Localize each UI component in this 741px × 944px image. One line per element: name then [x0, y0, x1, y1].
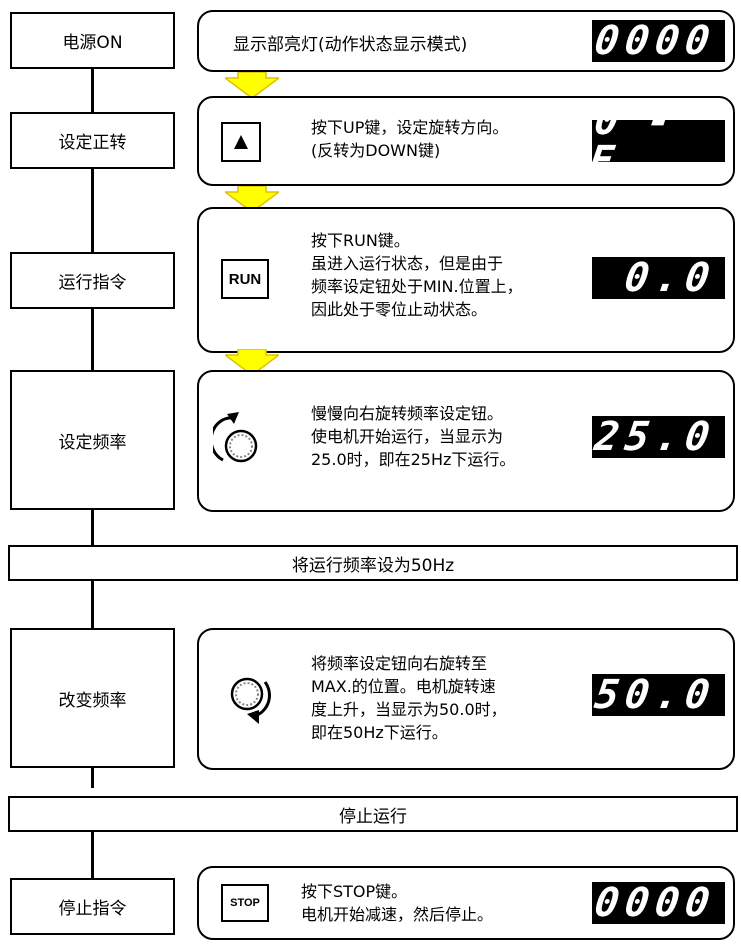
- up-key-button: ▲: [221, 122, 261, 162]
- panel-description: 慢慢向右旋转频率设定钮。 使电机开始运行，当显示为 25.0时，即在25Hz下运…: [311, 402, 515, 471]
- knob-rotate-clockwise-icon: [213, 412, 258, 463]
- step-label: 运行指令: [58, 273, 127, 293]
- banner-text: 停止运行: [339, 806, 407, 827]
- panel-text: 显示部亮灯(动作状态显示模式): [233, 35, 468, 55]
- banner-set-50hz: 将运行频率设为50Hz: [8, 545, 738, 581]
- panel-change-frequency: 将频率设定钮向右旋转至 MAX.的位置。电机旋转速 度上升，当显示为50.0时，…: [197, 628, 735, 770]
- description-line: 按下UP键，设定旋转方向。: [311, 118, 509, 137]
- panel-set-forward: ▲ 按下UP键，设定旋转方向。 (反转为DOWN键) 0 - F: [197, 96, 735, 186]
- led-display: 0 - F: [586, 98, 725, 184]
- panel-display-mode: 显示部亮灯(动作状态显示模式) 0000: [197, 10, 735, 72]
- panel-set-frequency: 慢慢向右旋转频率设定钮。 使电机开始运行，当显示为 25.0时，即在25Hz下运…: [197, 370, 735, 512]
- knob-rotate-clockwise-icon: [230, 677, 271, 724]
- led-display: 50.0: [591, 672, 725, 718]
- panel-description: 将频率设定钮向右旋转至 MAX.的位置。电机旋转速 度上升，当显示为50.0时，…: [311, 652, 507, 744]
- up-arrow-icon: ▲: [229, 128, 253, 155]
- panel-run-command: RUN 按下RUN键。 虽进入运行状态，但是由于 频率设定钮处于MIN.位置上，…: [197, 207, 735, 353]
- banner-text: 将运行频率设为50Hz: [291, 555, 455, 576]
- description-line: MAX.的位置。电机旋转速: [311, 677, 496, 696]
- step-label: 电源ON: [62, 33, 123, 53]
- down-arrow-icon: [225, 349, 279, 375]
- description-line: 将频率设定钮向右旋转至: [311, 654, 488, 673]
- step-set-forward: 设定正转: [10, 112, 175, 169]
- display-value: 50.0: [591, 672, 719, 718]
- step-change-frequency: 改变频率: [10, 628, 175, 768]
- description-line: 25.0时，即在25Hz下运行。: [311, 450, 516, 469]
- display-value: 25.0: [591, 414, 719, 460]
- step-run-command: 运行指令: [10, 252, 175, 309]
- description-line: 电机开始减速，然后停止。: [301, 905, 494, 924]
- description-line: 虽进入运行状态，但是由于: [311, 254, 504, 273]
- run-key-button: RUN: [221, 259, 269, 299]
- banner-stop-running: 停止运行: [8, 796, 738, 832]
- down-arrow-icon: [225, 72, 279, 98]
- display-value: 0 - F: [585, 98, 677, 184]
- led-display: 0000: [591, 880, 725, 926]
- stop-key-button: STOP: [221, 884, 269, 922]
- panel-description: 按下STOP键。 电机开始减速，然后停止。: [301, 880, 493, 926]
- led-display: 25.0: [591, 414, 725, 460]
- display-value: 0000: [591, 18, 719, 64]
- step-label: 停止指令: [58, 899, 127, 919]
- description-line: 因此处于零位止动状态。: [311, 300, 488, 319]
- step-label: 改变频率: [58, 690, 127, 711]
- display-value: 0000: [591, 880, 719, 926]
- panel-description: 按下RUN键。 虽进入运行状态，但是由于 频率设定钮处于MIN.位置上， 因此处…: [311, 229, 523, 321]
- led-display: 0.0: [592, 255, 725, 301]
- step-label: 设定正转: [58, 133, 127, 153]
- description-line: 使电机开始运行，当显示为: [311, 427, 504, 446]
- down-arrow-icon: [225, 186, 279, 212]
- description-line: 即在50Hz下运行。: [311, 723, 448, 742]
- step-power-on: 电源ON: [10, 12, 175, 69]
- panel-description: 按下UP键，设定旋转方向。 (反转为DOWN键): [311, 116, 508, 162]
- description-line: 按下RUN键。: [311, 231, 410, 250]
- panel-stop-command: STOP 按下STOP键。 电机开始减速，然后停止。 0000: [197, 866, 735, 940]
- description-line: 慢慢向右旋转频率设定钮。: [311, 404, 504, 423]
- display-value: 0.0: [621, 255, 719, 301]
- step-set-frequency: 设定频率: [10, 370, 175, 510]
- step-stop-command: 停止指令: [10, 878, 175, 935]
- description-line: 按下STOP键。: [301, 882, 408, 901]
- description-line: 度上升，当显示为50.0时，: [311, 700, 507, 719]
- flow-connector: [91, 828, 94, 878]
- run-key-label: RUN: [228, 270, 262, 288]
- description-line: 频率设定钮处于MIN.位置上，: [311, 277, 523, 296]
- stop-key-label: STOP: [230, 897, 260, 909]
- description-line: (反转为DOWN键): [311, 141, 441, 160]
- step-label: 设定频率: [58, 432, 127, 453]
- led-display: 0000: [591, 18, 725, 64]
